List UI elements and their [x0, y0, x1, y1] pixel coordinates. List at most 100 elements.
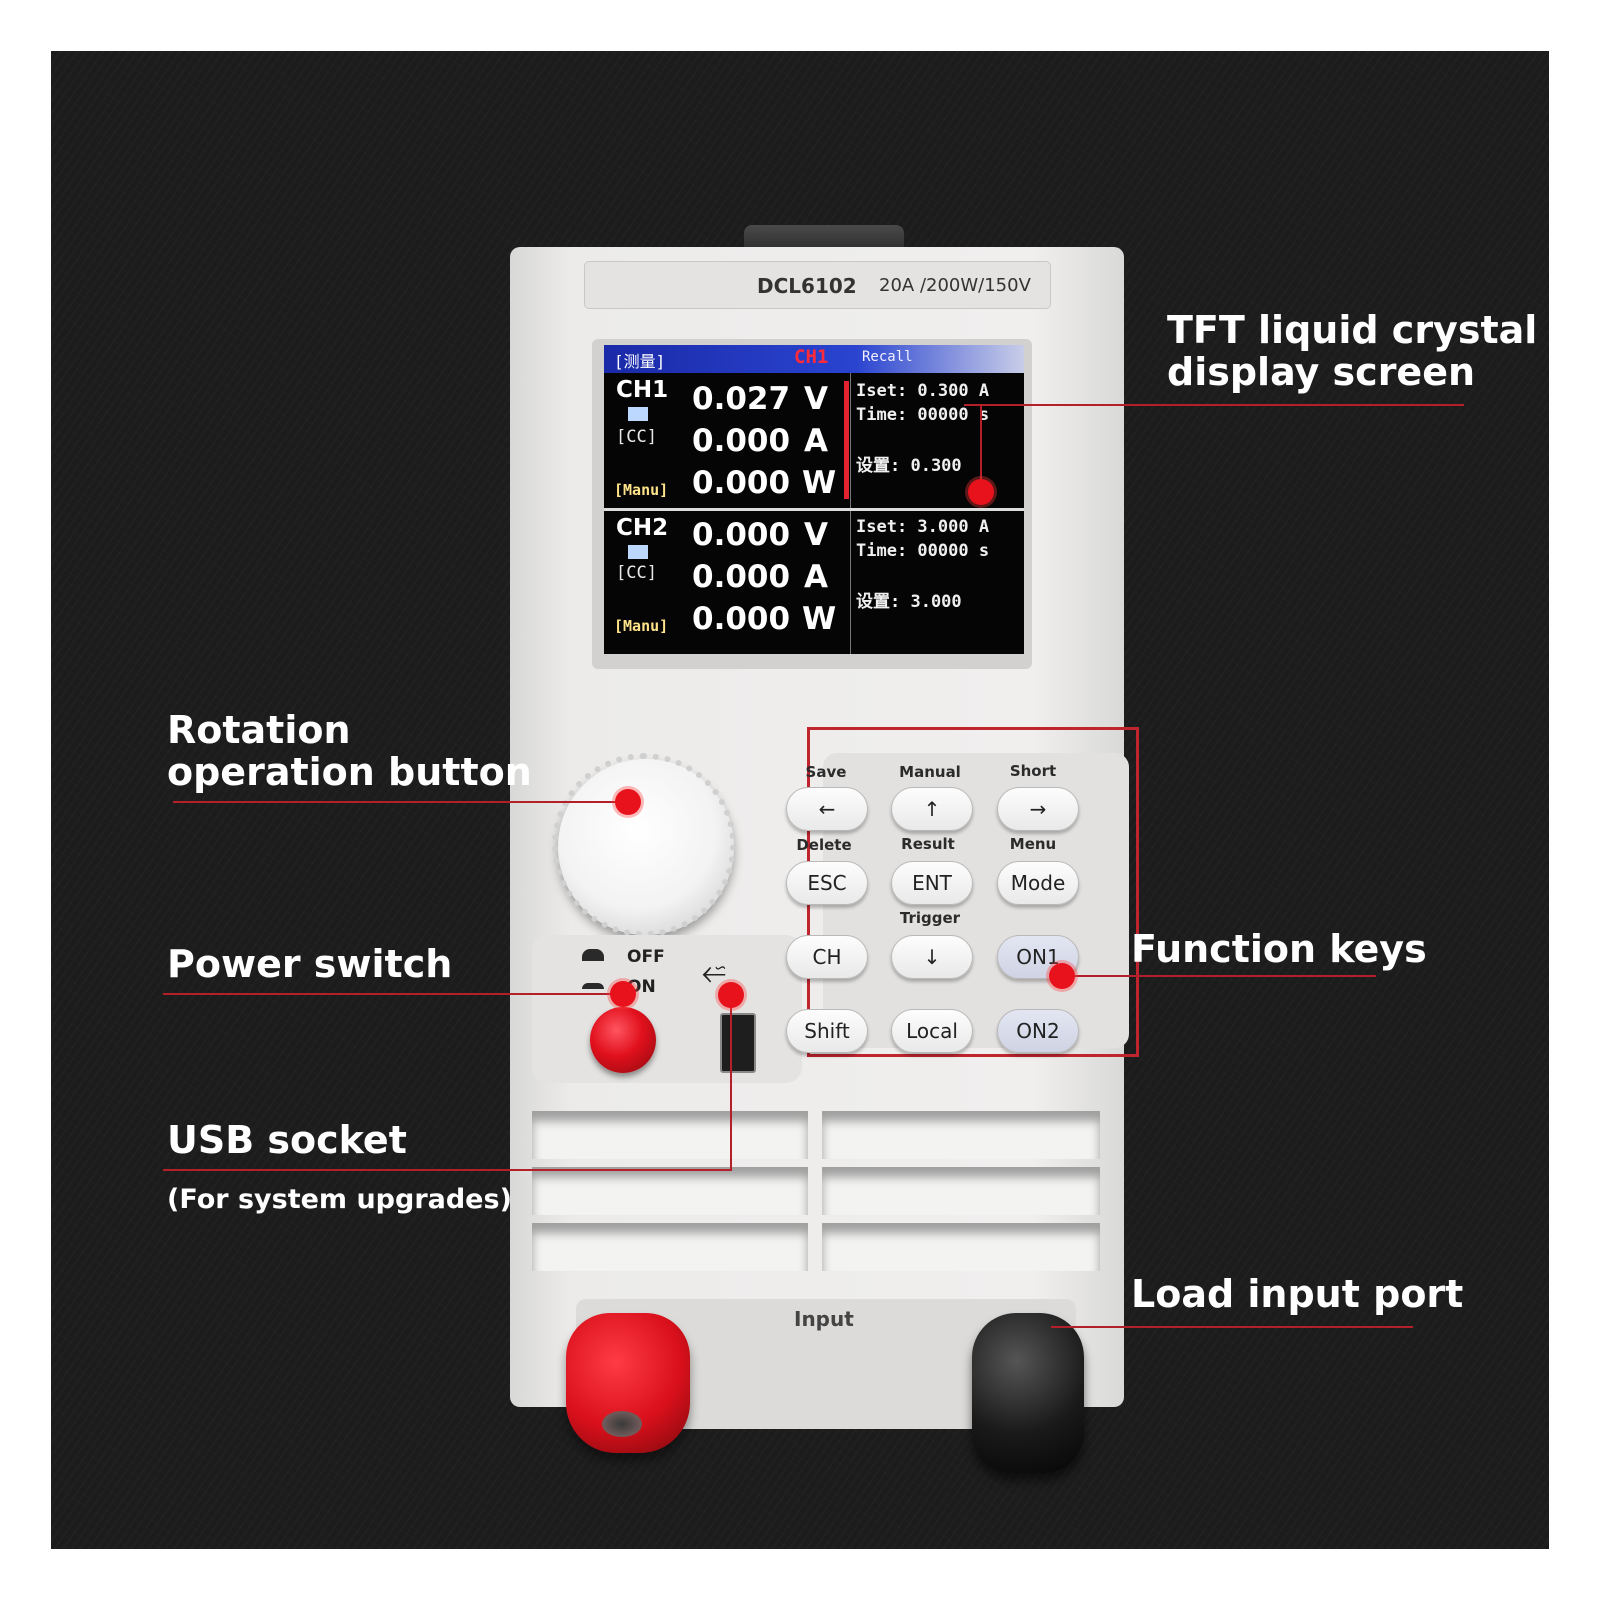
- ch2-unit-watt: W: [802, 601, 837, 637]
- usb-callout-drop: [730, 995, 732, 1170]
- rotation-marker-dot: [615, 789, 641, 815]
- function-keys-marker-dot: [1049, 963, 1075, 989]
- input-label: Input: [794, 1307, 854, 1331]
- power-on-symbol-icon: [582, 983, 604, 989]
- model-name: DCL6102: [757, 274, 857, 298]
- up-arrow-icon: ↑: [923, 797, 941, 821]
- ch-key-label: CH: [812, 945, 842, 969]
- ch1-voltage: 0.027: [692, 381, 791, 417]
- ch2-power: 0.000: [692, 601, 791, 637]
- ch1-iset: Iset: 0.300 A: [856, 381, 990, 401]
- keypad-panel: [823, 753, 1129, 1048]
- load-input-callout-line: [1051, 1326, 1413, 1328]
- usb-marker-dot: [718, 982, 744, 1008]
- mode-key[interactable]: Mode: [997, 861, 1079, 905]
- photo-frame: DCL6102 20A /200W/150V [测量] CH1 Recall C…: [51, 51, 1549, 1549]
- vent-slot: [822, 1167, 1100, 1215]
- shift-key-label: Shift: [804, 1019, 850, 1043]
- ch1-setting: 设置: 0.300: [856, 456, 962, 476]
- screen-channel-divider: [604, 508, 1024, 511]
- display-callout-line2: display screen: [1167, 350, 1476, 394]
- electronic-load-device: DCL6102 20A /200W/150V [测量] CH1 Recall C…: [510, 247, 1139, 1473]
- ch2-status-icon: [628, 545, 648, 559]
- display-marker-dot: [968, 479, 994, 505]
- on2-key[interactable]: ON2: [997, 1009, 1079, 1053]
- screen-recall-label: Recall: [862, 349, 913, 365]
- load-input-callout: Load input port: [1131, 1272, 1464, 1316]
- ch2-iset: Iset: 3.000 A: [856, 517, 990, 537]
- function-keys-callout: Function keys: [1131, 927, 1427, 971]
- display-callout-line1: TFT liquid crystal: [1167, 308, 1538, 352]
- key-caption-delete: Delete: [796, 836, 852, 854]
- mode-key-label: Mode: [1010, 871, 1066, 895]
- ch1-power: 0.000: [692, 465, 791, 501]
- left-arrow-key[interactable]: ←: [786, 787, 868, 831]
- ch1-active-indicator: [844, 381, 849, 499]
- ch1-status-icon: [628, 407, 648, 421]
- screen-mode-label: [测量]: [614, 352, 666, 371]
- negative-input-terminal[interactable]: [972, 1313, 1084, 1473]
- usb-callout-line: [163, 1169, 732, 1171]
- down-arrow-key[interactable]: ↓: [891, 935, 973, 979]
- ent-key[interactable]: ENT: [891, 861, 973, 905]
- usb-callout-note: (For system upgrades): [167, 1184, 512, 1215]
- left-arrow-icon: ←: [818, 797, 836, 821]
- tft-display: [测量] CH1 Recall CH1 [CC] [Manu] 0.027 0.…: [604, 345, 1024, 654]
- ch1-label: CH1: [616, 377, 669, 403]
- rotation-callout-line1: Rotation: [167, 708, 351, 752]
- key-caption-manual: Manual: [899, 763, 961, 781]
- power-callout-line: [163, 993, 623, 995]
- screen-active-channel: CH1: [794, 346, 829, 368]
- on1-key-label: ON1: [1016, 945, 1060, 969]
- vent-slot: [532, 1223, 808, 1271]
- right-arrow-key[interactable]: →: [997, 787, 1079, 831]
- ch1-trigger-tag: [Manu]: [614, 481, 669, 499]
- ch2-time: Time: 00000 s: [856, 541, 990, 561]
- local-key[interactable]: Local: [891, 1009, 973, 1053]
- ch2-mode-tag: [CC]: [616, 563, 657, 583]
- power-button[interactable]: [590, 1007, 656, 1073]
- local-key-label: Local: [906, 1019, 958, 1043]
- rotation-callout-line2: operation button: [167, 750, 532, 794]
- esc-key[interactable]: ESC: [786, 861, 868, 905]
- rotation-callout-line: [173, 801, 627, 803]
- ch1-current: 0.000: [692, 423, 791, 459]
- up-arrow-key[interactable]: ↑: [891, 787, 973, 831]
- vent-slot: [532, 1111, 808, 1159]
- power-switch-panel: [532, 935, 802, 1083]
- ch2-unit-amp: A: [804, 559, 828, 595]
- ch1-unit-volt: V: [804, 381, 828, 417]
- rotary-encoder-knob[interactable]: [552, 753, 736, 937]
- on2-key-label: ON2: [1016, 1019, 1060, 1043]
- model-spec: 20A /200W/150V: [879, 275, 1031, 296]
- vent-slot: [822, 1223, 1100, 1271]
- key-caption-result: Result: [901, 835, 955, 853]
- esc-key-label: ESC: [807, 871, 847, 895]
- vent-slot: [822, 1111, 1100, 1159]
- ch2-trigger-tag: [Manu]: [614, 617, 669, 635]
- key-caption-trigger: Trigger: [899, 909, 961, 927]
- positive-input-terminal[interactable]: [566, 1313, 690, 1453]
- power-off-symbol-icon: [582, 949, 604, 961]
- function-keys-callout-line: [1063, 975, 1376, 977]
- usb-port[interactable]: [720, 1013, 756, 1073]
- ch2-current: 0.000: [692, 559, 791, 595]
- display-callout-drop: [980, 404, 982, 490]
- ch1-unit-amp: A: [804, 423, 828, 459]
- key-caption-short: Short: [1009, 762, 1057, 780]
- down-arrow-icon: ↓: [923, 945, 941, 969]
- ch2-unit-volt: V: [804, 517, 828, 553]
- ch1-mode-tag: [CC]: [616, 427, 657, 447]
- ch-key[interactable]: CH: [786, 935, 868, 979]
- display-callout-line: [964, 404, 1464, 406]
- power-callout: Power switch: [167, 942, 453, 986]
- shift-key[interactable]: Shift: [786, 1009, 868, 1053]
- vent-slot: [532, 1167, 808, 1215]
- key-caption-menu: Menu: [1009, 835, 1057, 853]
- ch2-voltage: 0.000: [692, 517, 791, 553]
- power-off-label: OFF: [627, 947, 665, 967]
- model-nameplate: DCL6102 20A /200W/150V: [584, 261, 1051, 309]
- ch2-setting: 设置: 3.000: [856, 592, 962, 612]
- right-arrow-icon: →: [1029, 797, 1047, 821]
- power-marker-dot: [610, 981, 636, 1007]
